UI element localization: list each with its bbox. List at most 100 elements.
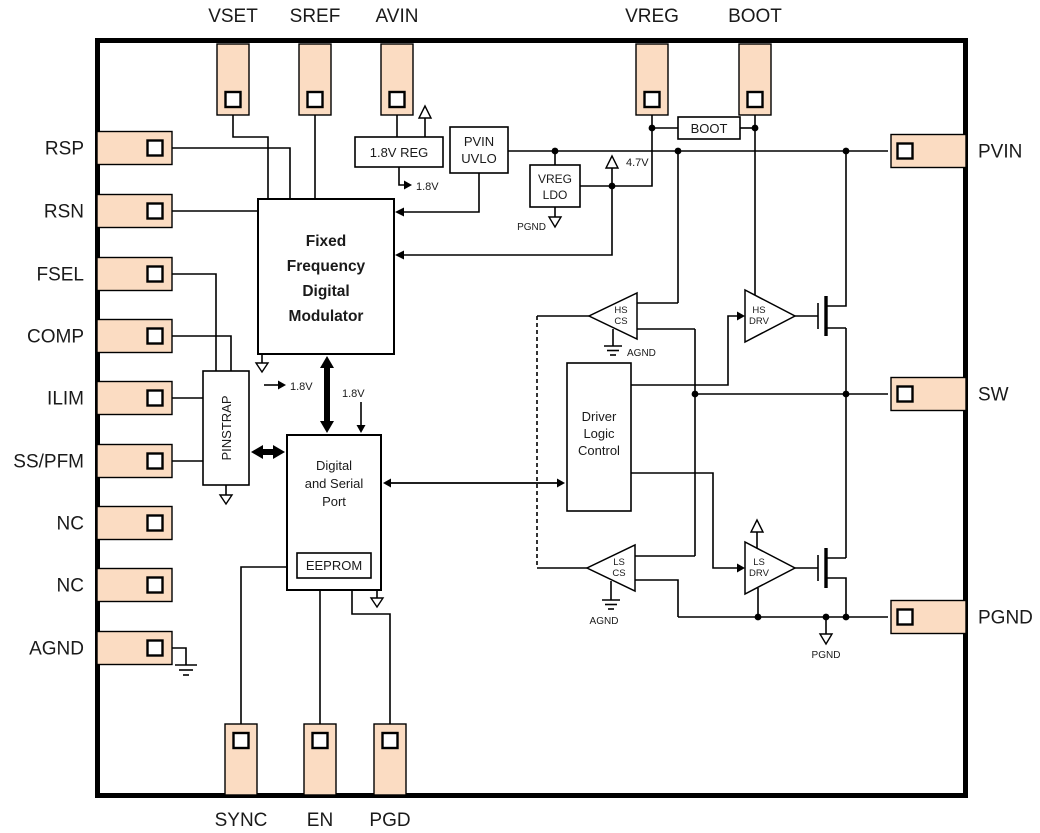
pin-sw: SW: [890, 376, 1009, 412]
junction-dot: [842, 390, 850, 398]
pin-pad: [146, 265, 164, 283]
pin-nc1: NC: [57, 505, 173, 541]
pin-label: SW: [978, 385, 1009, 406]
pin-pad: [146, 139, 164, 157]
pin-label: AVIN: [376, 6, 419, 27]
block-driver-logic-control: Driver Logic Control: [566, 362, 632, 512]
wire: [826, 577, 847, 617]
amp-triangle: [585, 543, 636, 593]
pin-fsel: FSEL: [36, 256, 173, 292]
amp-label: LS: [753, 557, 765, 568]
pins-left: RSP RSN FSEL COMP ILIM SS/PFM: [13, 130, 173, 666]
pin-label: RSN: [44, 202, 84, 223]
power-symbols: [175, 104, 834, 676]
block-label: 1.8V REG: [370, 145, 429, 160]
wire: [404, 172, 480, 213]
junction-dots: [551, 124, 850, 621]
pin-rsn: RSN: [44, 193, 173, 229]
amp-label: CS: [614, 316, 627, 327]
supply-arrow-up-icon: [417, 104, 433, 119]
pin-label: BOOT: [728, 6, 782, 27]
block-label: Digital: [316, 458, 352, 473]
pins-bottom: SYNC EN PGD: [215, 723, 411, 831]
pin-pad: [311, 731, 329, 750]
junction-dot: [754, 613, 762, 621]
pin-pad: [896, 142, 914, 160]
amp-label: DRV: [749, 316, 770, 327]
pin-pad: [146, 576, 164, 594]
junction-dot: [551, 147, 559, 155]
ground-arrow-down-icon: [547, 216, 563, 229]
amp-label: CS: [612, 568, 625, 579]
junction-dot: [608, 182, 616, 190]
block-body: [677, 116, 741, 140]
arrow-left-icon: [395, 207, 404, 217]
wire: [635, 579, 679, 617]
amp-hs-drv: HS DRV: [744, 288, 797, 344]
pin-label: PGD: [369, 810, 410, 831]
bus-digital-driver: [383, 478, 565, 488]
amp-ls-cs: LS CS: [585, 543, 636, 593]
wire: [398, 167, 404, 186]
pin-pgd: PGD: [369, 723, 411, 831]
pin-comp: COMP: [27, 318, 173, 354]
pin-label: COMP: [27, 327, 84, 348]
block-body: [354, 136, 444, 168]
pin-pad: [896, 608, 914, 626]
pin-ss-pfm: SS/PFM: [13, 443, 173, 479]
ground-label-pgnd: PGND: [812, 650, 841, 661]
junction-dot: [842, 147, 850, 155]
pin-boot: BOOT: [728, 6, 782, 116]
wire-rsp: [172, 147, 291, 199]
ground-symbol-hs-cs: [604, 345, 622, 356]
junction-dot: [691, 390, 699, 398]
block-pvin-uvlo: PVIN UVLO: [449, 126, 509, 174]
block-label: PINSTRAP: [219, 395, 234, 460]
junction-dot: [842, 613, 850, 621]
amp-triangle: [587, 291, 638, 341]
pin-label: FSEL: [36, 265, 84, 286]
block-body: [529, 164, 581, 208]
wire: [232, 115, 269, 199]
block-fixed-frequency-digital-modulator: Fixed Frequency Digital Modulator: [257, 198, 395, 355]
block-label: PVIN: [464, 134, 494, 149]
pin-label: RSP: [45, 139, 84, 160]
pins-top: VSET SREF AVIN VREG BOOT: [208, 6, 782, 116]
block-label: Modulator: [289, 308, 364, 325]
pins-right: PVIN SW PGND: [890, 133, 1033, 635]
arrow-left-icon: [395, 250, 404, 260]
pin-pad: [381, 731, 399, 750]
pin-pad: [146, 389, 164, 407]
wire-fsel: [172, 273, 217, 371]
wire-agnd: [172, 647, 187, 665]
arrow-left-icon: [383, 478, 391, 488]
pin-pad: [643, 90, 661, 109]
arrow-up-icon: [320, 356, 334, 368]
junction-dot: [674, 147, 682, 155]
block-body: [202, 370, 250, 486]
wire-pgd: [351, 590, 391, 724]
amp-hs-cs: HS CS: [587, 291, 638, 341]
mosfet-high-side-icon: [817, 296, 828, 336]
rail-label-1v8: 1.8V: [342, 388, 365, 400]
arrow-right-icon: [273, 445, 285, 459]
block-label: BOOT: [691, 121, 728, 136]
ground-arrow-down-icon: [369, 597, 385, 609]
block-label: Frequency: [287, 258, 366, 275]
annotations: 1.8V 1.8V 1.8V 4.7V PGND PGND AGND AGND: [290, 157, 840, 661]
bus-arrows: [251, 356, 565, 488]
supply-arrow-up-icon: [604, 154, 620, 169]
pin-pad: [746, 90, 764, 109]
ground-label-agnd: AGND: [627, 348, 656, 359]
ground-arrow-down-icon: [218, 494, 234, 506]
block-label: EEPROM: [306, 558, 362, 573]
pin-label: VREG: [625, 6, 679, 27]
pin-pad: [146, 639, 164, 657]
block-vreg-ldo: VREG LDO: [529, 164, 581, 208]
wire-vreg: [580, 115, 653, 187]
mosfet-low-side-icon: [817, 548, 828, 588]
pin-label: ILIM: [47, 389, 84, 410]
supply-arrow-up-icon: [749, 518, 765, 533]
pin-label: SYNC: [215, 810, 268, 831]
block-label: Digital: [302, 283, 349, 300]
